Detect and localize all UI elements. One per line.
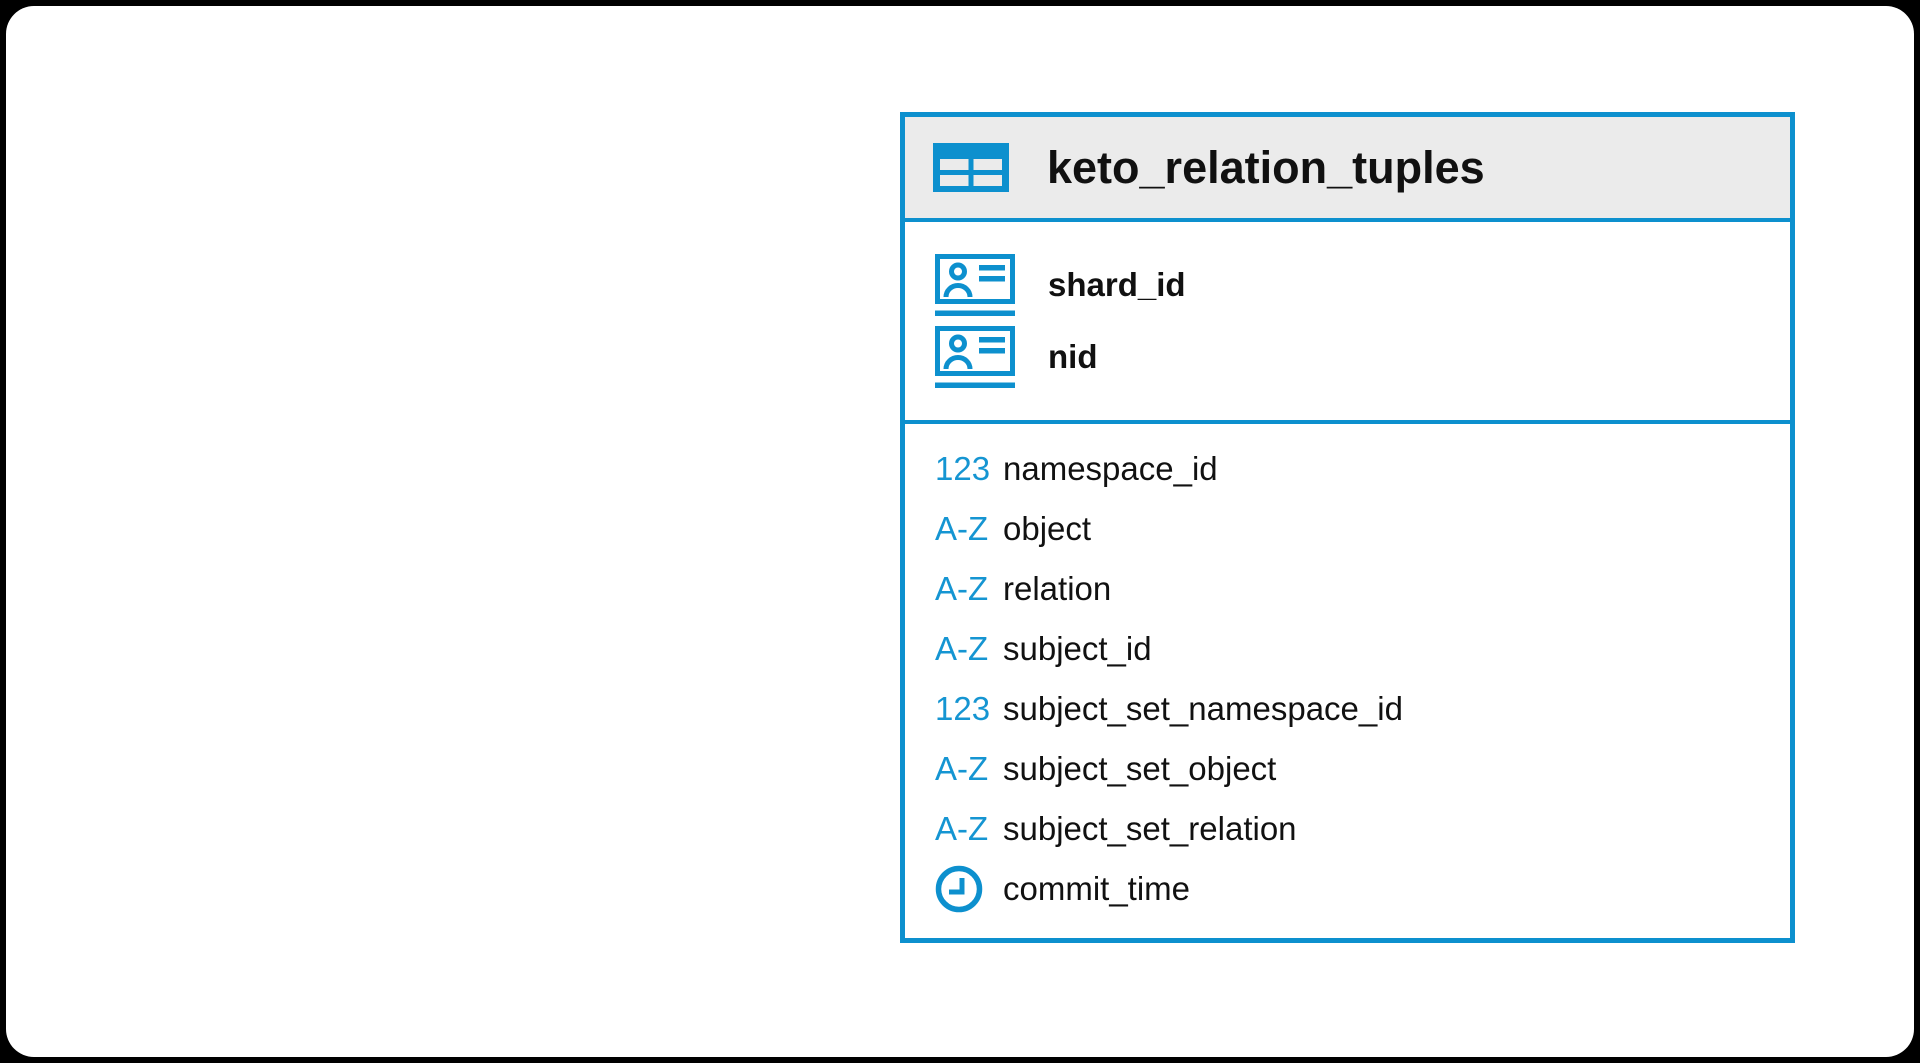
column-type: A-Z (935, 510, 1003, 548)
column-row[interactable]: A-Z subject_id (905, 619, 1790, 679)
entity-columns: 123 namespace_id A-Z object A-Z (905, 424, 1790, 934)
column-type: A-Z (935, 630, 1003, 668)
column-name: subject_id (1003, 630, 1152, 667)
column-type: 123 (935, 690, 1003, 728)
table-icon (933, 143, 1009, 192)
column-name: subject_set_relation (1003, 810, 1297, 847)
key-row[interactable]: shard_id (905, 249, 1790, 321)
column-type: A-Z (935, 810, 1003, 848)
key-column-name: nid (1048, 338, 1098, 375)
key-column-name: shard_id (1048, 266, 1186, 303)
column-name: commit_time (1003, 870, 1191, 907)
column-row[interactable]: 123 namespace_id (905, 439, 1790, 499)
column-type-label: 123 (935, 690, 991, 727)
column-type-label: A-Z (935, 570, 989, 607)
column-type-label: A-Z (935, 750, 989, 787)
clock-icon (935, 865, 983, 913)
column-row[interactable]: 123 subject_set_namespace_id (905, 679, 1790, 739)
column-row[interactable]: A-Z subject_set_object (905, 739, 1790, 799)
id-card-icon (935, 326, 1015, 388)
column-type: A-Z (935, 750, 1003, 788)
column-name: subject_set_namespace_id (1003, 690, 1403, 727)
diagram-canvas: keto_relation_tuples shard_id (6, 6, 1914, 1057)
column-name: relation (1003, 570, 1112, 607)
column-type-label: A-Z (935, 510, 989, 547)
column-type-label: 123 (935, 450, 991, 487)
column-name: namespace_id (1003, 450, 1218, 487)
column-type (935, 865, 1003, 913)
column-row[interactable]: A-Z object (905, 499, 1790, 559)
column-type: 123 (935, 450, 1003, 488)
column-name: subject_set_object (1003, 750, 1277, 787)
column-type: A-Z (935, 570, 1003, 608)
column-row[interactable]: A-Z subject_set_relation (905, 799, 1790, 859)
id-card-icon (935, 254, 1015, 316)
entity-header[interactable]: keto_relation_tuples (905, 117, 1790, 222)
column-row[interactable]: A-Z relation (905, 559, 1790, 619)
entity-keys: shard_id nid (905, 222, 1790, 424)
column-type-label: A-Z (935, 810, 989, 847)
entity-card-keto-relation-tuples[interactable]: keto_relation_tuples shard_id (900, 112, 1795, 943)
key-row[interactable]: nid (905, 321, 1790, 393)
column-row[interactable]: commit_time (905, 859, 1790, 919)
column-name: object (1003, 510, 1092, 547)
entity-title: keto_relation_tuples (1047, 141, 1485, 193)
column-type-label: A-Z (935, 630, 989, 667)
